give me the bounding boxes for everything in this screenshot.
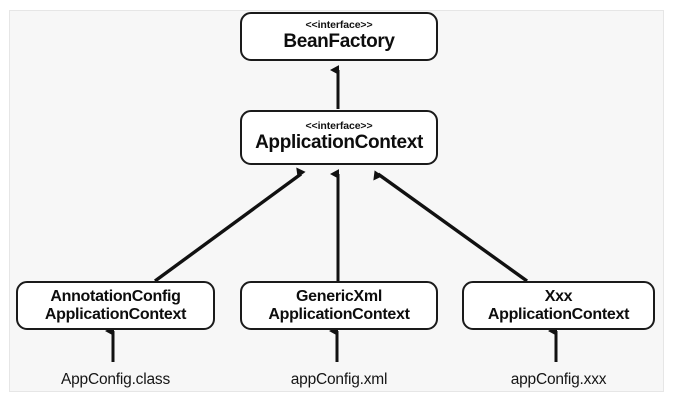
- node-beanfactory-stereotype: <<interface>>: [305, 19, 373, 32]
- node-genericxml-line1: GenericXml: [296, 288, 382, 306]
- file-label-appconfig-xxx: appConfig.xxx: [510, 371, 607, 388]
- edge-xxx-to-applicationcontext: [378, 174, 528, 283]
- node-xxx-applicationcontext[interactable]: Xxx ApplicationContext: [462, 281, 655, 330]
- node-xxx-line2: ApplicationContext: [487, 305, 630, 323]
- node-xxx-line1: Xxx: [544, 288, 573, 306]
- node-annotationconfig-applicationcontext[interactable]: AnnotationConfig ApplicationContext: [16, 281, 215, 330]
- node-beanfactory[interactable]: <<interface>> BeanFactory: [240, 12, 438, 61]
- node-annotationconfig-line2: ApplicationContext: [44, 305, 187, 323]
- node-applicationcontext-title: ApplicationContext: [255, 132, 423, 154]
- edge-annotationconfig-to-applicationcontext: [153, 174, 301, 283]
- file-label-appconfig-xml: appConfig.xml: [290, 371, 388, 388]
- node-applicationcontext-stereotype: <<interface>>: [305, 120, 373, 133]
- node-annotationconfig-line1: AnnotationConfig: [50, 288, 181, 306]
- node-beanfactory-title: BeanFactory: [283, 31, 395, 53]
- node-applicationcontext[interactable]: <<interface>> ApplicationContext: [240, 110, 438, 165]
- file-label-appconfig-class: AppConfig.class: [60, 371, 170, 388]
- node-genericxml-line2: ApplicationContext: [268, 305, 410, 323]
- node-genericxml-applicationcontext[interactable]: GenericXml ApplicationContext: [240, 281, 438, 330]
